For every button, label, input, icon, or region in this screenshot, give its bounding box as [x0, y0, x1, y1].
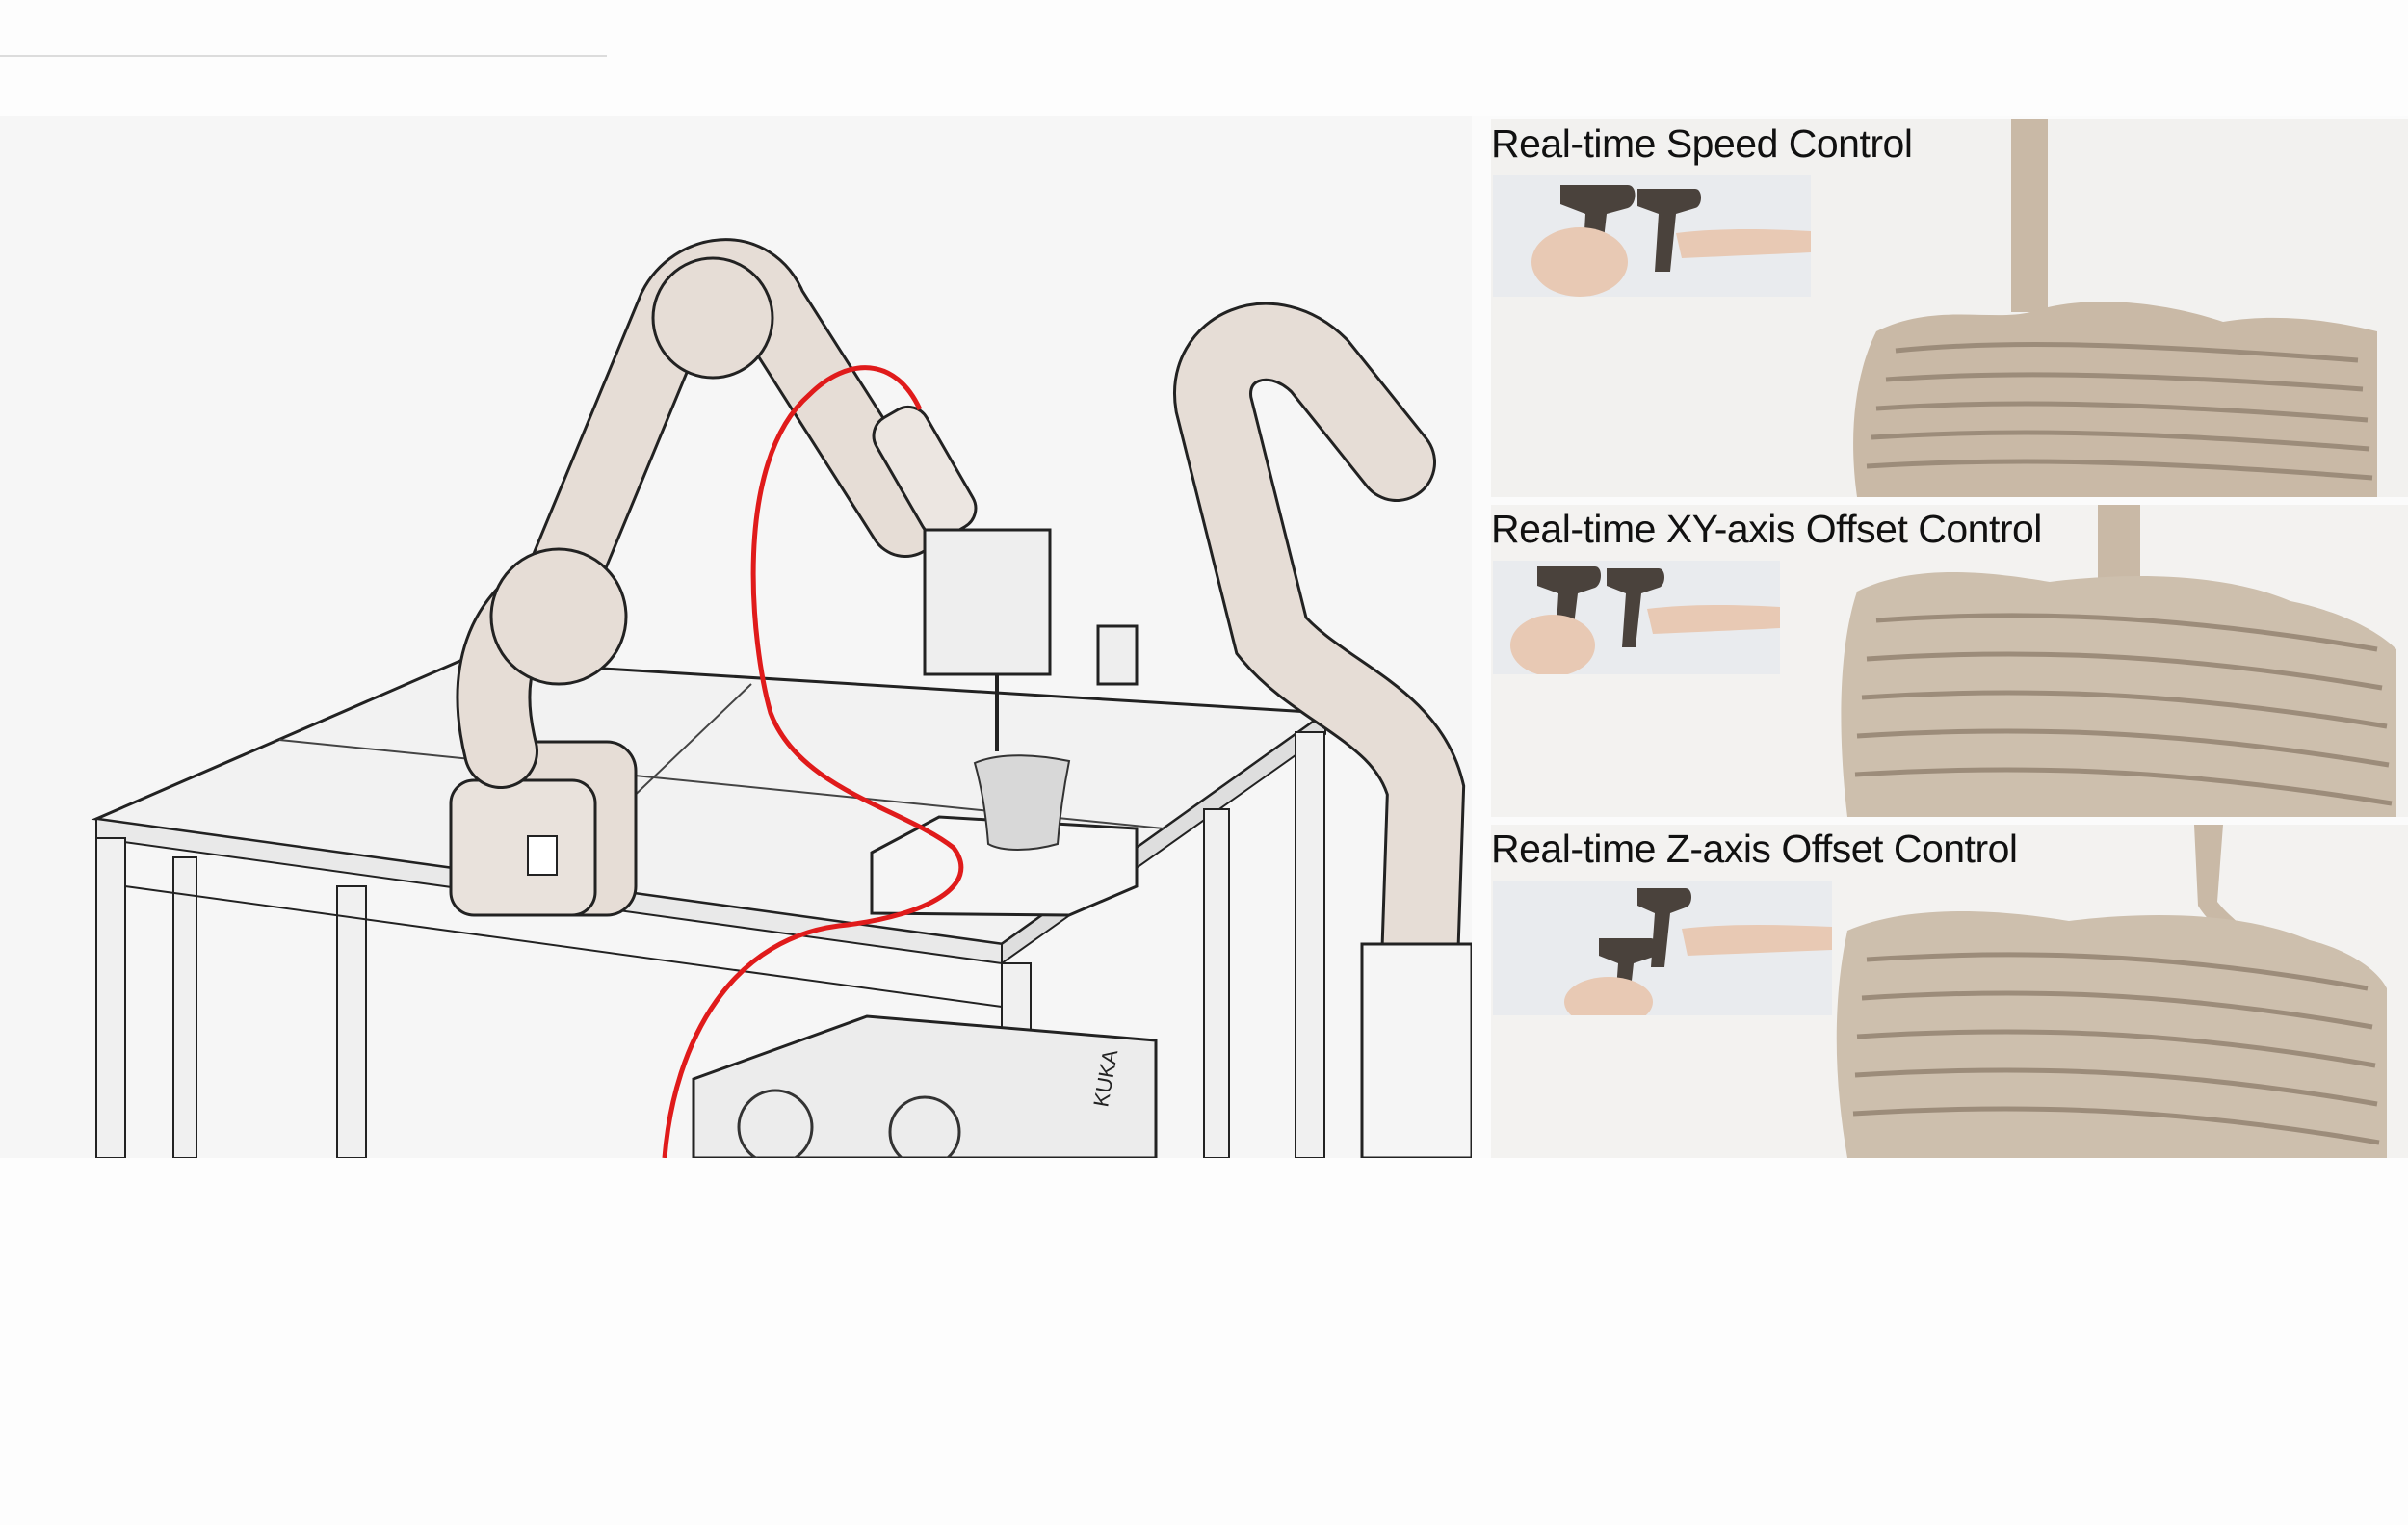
- table-top: [91, 658, 1330, 946]
- right-robot-pedestal: [1360, 942, 1472, 1158]
- clay-layers: [1866, 341, 2373, 481]
- clay-layers: [1852, 952, 2380, 1145]
- arm: [1647, 605, 1780, 634]
- controller-inset: [1493, 881, 1832, 1015]
- robot-printing-illustration: KUKA: [0, 116, 1472, 1158]
- vr-controller-photo: [1493, 175, 1811, 297]
- arm: [1676, 229, 1811, 258]
- panel-switch-icon: [527, 835, 558, 876]
- panel-title: Real-time Speed Control: [1491, 121, 1913, 166]
- cabinet-fan-icon: [737, 1089, 814, 1158]
- robot-joint: [489, 547, 628, 686]
- extrusion-nozzle: [2194, 825, 2262, 960]
- print-platform: [870, 815, 1139, 917]
- robot-joint: [651, 256, 774, 380]
- right-robot-tool: [1096, 624, 1139, 686]
- panel-z-offset-control: Real-time Z-axis Offset Control: [1491, 825, 2408, 1158]
- hand: [1531, 227, 1628, 297]
- extrusion-nozzle: [2011, 119, 2048, 312]
- table-leg: [1295, 731, 1325, 1158]
- panel-title: Real-time Z-axis Offset Control: [1491, 827, 2018, 871]
- table-leg: [95, 837, 126, 1158]
- control-cabinet: [692, 1014, 1158, 1158]
- panel-title: Real-time XY-axis Offset Control: [1491, 507, 2042, 551]
- table-leg: [336, 885, 367, 1158]
- cabinet-fan-icon: [888, 1095, 961, 1158]
- table-rail: [124, 885, 1003, 1008]
- robot-control-panel: [449, 778, 597, 917]
- vr-controller-photo: [1493, 881, 1832, 1015]
- extruder-mount: [923, 528, 1052, 676]
- clay-print-object: [1853, 302, 2377, 497]
- controller-inset: [1493, 561, 1780, 674]
- figure: KUKA: [0, 116, 2408, 1158]
- top-divider: [0, 55, 607, 57]
- robot-setup-drawing: KUKA: [91, 238, 1472, 1158]
- table-leg: [172, 856, 197, 1158]
- clay-layers: [1854, 613, 2393, 806]
- vr-controller-icon: [1637, 189, 1701, 272]
- vr-controller-icon: [1537, 566, 1601, 657]
- controller-inset: [1493, 175, 1811, 297]
- vr-controller-icon: [1599, 938, 1657, 1015]
- arm: [1682, 925, 1832, 956]
- hand: [1510, 615, 1595, 674]
- printed-vase: [973, 754, 1071, 851]
- panel-speed-control: Real-time Speed Control: [1491, 119, 2408, 497]
- right-robot-arm: [1176, 304, 1463, 1116]
- panel-xy-offset-control: Real-time XY-axis Offset Control: [1491, 505, 2408, 817]
- vr-controller-icon: [1637, 888, 1691, 967]
- hand: [1564, 977, 1653, 1015]
- clay-print-photo: [1491, 825, 2408, 1158]
- vr-controller-icon: [1607, 568, 1664, 647]
- red-cable: [662, 365, 964, 1158]
- table-leg: [1203, 808, 1230, 1158]
- vr-controller-photo: [1493, 561, 1780, 674]
